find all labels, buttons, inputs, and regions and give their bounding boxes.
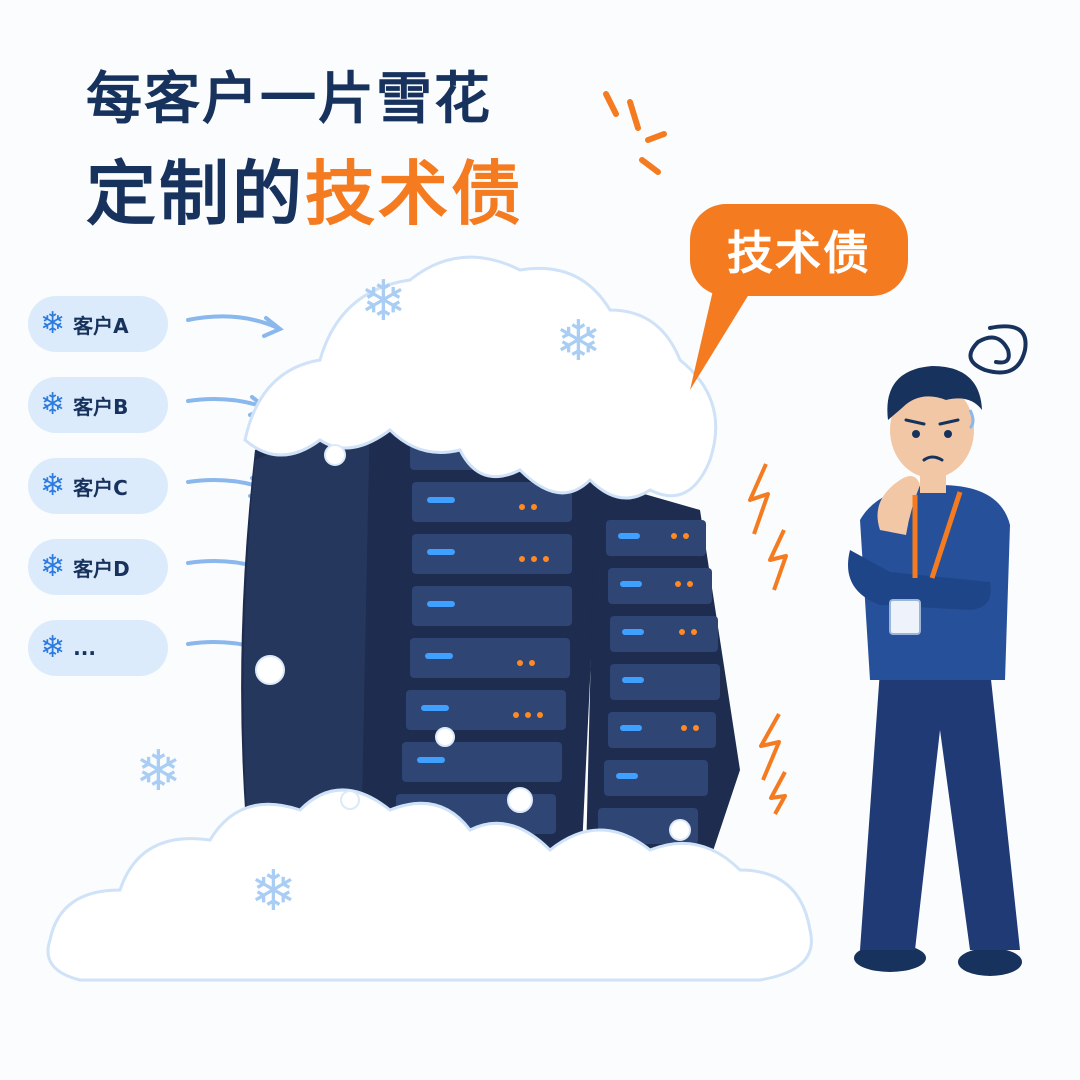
lightning-bolt-icon [748, 463, 788, 591]
title-prefix: 定制的 [86, 153, 305, 235]
tech-debt-callout: 技术债 [690, 204, 908, 296]
customer-pill-a: ❄ 客户A [28, 296, 284, 352]
title-line-1: 每客户一片雪花 [86, 67, 492, 132]
snowflake-icon: ❄ [360, 269, 407, 334]
scribble-icon [968, 324, 1028, 375]
snowflake-icon: ❄ [40, 468, 66, 503]
server-rack-right [585, 480, 740, 900]
customer-list: ❄ 客户A ❄ 客户B ❄ 客户C ❄ 客户D ❄ ... [28, 296, 284, 701]
customer-pill-b: ❄ 客户B [28, 377, 270, 433]
snowflake-icon: ❄ [135, 739, 182, 804]
customer-pill-d: ❄ 客户D [28, 539, 270, 595]
snow-pile [46, 788, 813, 982]
customer-pill-more: ❄ ... [28, 620, 270, 676]
snowflake-icon: ❄ [40, 306, 66, 341]
title-line-2: 定制的技术债 [86, 138, 524, 239]
snow-covered-server-rack: ❄ ❄ ❄ ❄ [46, 255, 813, 982]
burst-lines-icon [603, 91, 667, 175]
confused-engineer [848, 324, 1028, 976]
snowflake-icon: ❄ [40, 387, 66, 422]
arrow-right-icon [186, 314, 284, 338]
snowflake-icon: ❄ [555, 309, 602, 374]
title-highlight: 技术债 [305, 153, 524, 235]
customer-label: 客户D [73, 556, 130, 581]
customer-label: ... [73, 636, 96, 660]
customer-label: 客户A [73, 313, 129, 338]
snow-cap [243, 255, 718, 500]
snowflake-icon: ❄ [40, 549, 66, 584]
customer-label: 客户B [73, 394, 129, 419]
snowflake-icon: ❄ [40, 630, 66, 665]
lightning-bolt-icon [759, 713, 787, 815]
snowflake-icon: ❄ [250, 859, 297, 924]
callout-pointer [690, 286, 754, 390]
customer-label: 客户C [73, 475, 128, 500]
customer-pill-c: ❄ 客户C [28, 458, 270, 514]
callout-label: 技术债 [727, 226, 871, 280]
